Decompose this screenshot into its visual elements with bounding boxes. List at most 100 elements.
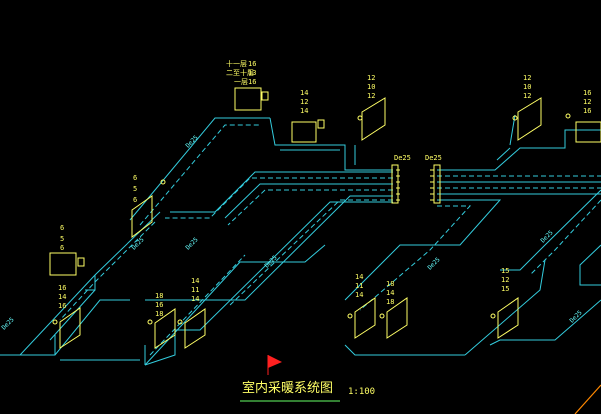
radiator xyxy=(59,307,81,349)
valve-icon xyxy=(379,313,385,319)
radiator-valve xyxy=(77,257,85,267)
radiator-count: 10 xyxy=(523,83,531,91)
radiator xyxy=(517,97,542,141)
pipe-size-label: De25 xyxy=(425,154,442,162)
radiator-count: 6 xyxy=(60,224,64,232)
radiator-valve xyxy=(317,119,325,129)
radiator-count: 18 xyxy=(155,292,163,300)
valve-icon xyxy=(177,319,183,325)
supply-pipe xyxy=(170,171,393,213)
return-pipe xyxy=(359,205,472,311)
radiator-count: 18 xyxy=(386,298,394,306)
radiator-count: 16 xyxy=(583,107,591,115)
radiator-count: 16 xyxy=(58,302,66,310)
supply-pipe xyxy=(489,299,601,346)
radiator-count: 16 xyxy=(155,301,163,309)
radiator-count: 6 xyxy=(133,174,137,182)
radiator xyxy=(154,308,176,349)
boundary-arc xyxy=(574,384,601,414)
pipe-network xyxy=(0,114,601,366)
radiator-count: 18 xyxy=(155,310,163,318)
manifold-left xyxy=(391,164,400,204)
floor-label: 二至十层 xyxy=(226,68,254,77)
radiator xyxy=(291,121,317,143)
radiator-count: 15 xyxy=(501,285,509,293)
radiator-valve xyxy=(261,91,269,101)
supply-pipe xyxy=(144,330,176,366)
radiator-count: 16 xyxy=(248,60,256,68)
valve-icon xyxy=(147,319,153,325)
valve-icon xyxy=(357,115,363,121)
floor-label: 十一层 xyxy=(226,59,247,68)
valve-group xyxy=(52,113,571,325)
radiator-count: 14 xyxy=(191,277,199,285)
return-pipe xyxy=(165,177,393,219)
return-pipe xyxy=(149,254,246,356)
drawing-scale: 1:100 xyxy=(348,387,375,397)
title-block: 室内采暖系统图 1:100 xyxy=(240,355,375,402)
radiator-count: 14 xyxy=(355,291,363,299)
drawing-title: 室内采暖系统图 xyxy=(242,380,333,396)
supply-pipe xyxy=(129,117,270,221)
radiator-count: 14 xyxy=(58,293,66,301)
radiator xyxy=(361,97,386,141)
radiator-count: 13 xyxy=(248,69,256,77)
radiator xyxy=(354,297,376,339)
radiator xyxy=(131,195,153,238)
return-pipe xyxy=(229,199,393,306)
radiator xyxy=(575,121,601,143)
radiator-count: 11 xyxy=(191,286,199,294)
radiator-labels: 十一层 二至十层 一层 16 13 16 14 12 14 12 10 12 1… xyxy=(58,59,591,318)
radiator xyxy=(49,252,77,276)
radiator-count: 16 xyxy=(583,89,591,97)
radiator-count: 6 xyxy=(133,196,137,204)
radiator xyxy=(497,297,519,339)
radiator-count: 14 xyxy=(355,273,363,281)
supply-pipe xyxy=(579,244,601,286)
supply-pipe xyxy=(344,199,502,301)
radiator-count: 12 xyxy=(583,98,591,106)
radiator-count: 12 xyxy=(367,92,375,100)
radiator xyxy=(386,297,408,339)
radiator-count: 12 xyxy=(300,98,308,106)
radiator-count: 16 xyxy=(248,78,256,86)
radiator-count: 6 xyxy=(60,244,64,252)
radiator-count: 5 xyxy=(133,185,137,193)
return-pipe xyxy=(227,189,393,226)
radiator-count: 5 xyxy=(60,235,64,243)
radiator-count: 12 xyxy=(501,276,509,284)
supply-pipe xyxy=(144,244,326,366)
radiator-count: 15 xyxy=(501,267,509,275)
radiator-count: 12 xyxy=(367,74,375,82)
valve-icon xyxy=(565,113,571,119)
radiator-count: 14 xyxy=(300,89,308,97)
return-pipe xyxy=(139,124,260,226)
radiator-count: 14 xyxy=(386,289,394,297)
return-pipe xyxy=(529,199,601,276)
radiator xyxy=(184,308,206,349)
supply-pipe xyxy=(464,259,546,356)
supply-pipe xyxy=(560,129,601,149)
radiator-count: 12 xyxy=(523,74,531,82)
radiator-count: 11 xyxy=(355,282,363,290)
valve-icon xyxy=(347,313,353,319)
valve-icon xyxy=(512,115,518,121)
valve-icon xyxy=(160,179,166,185)
supply-pipe xyxy=(496,147,511,161)
supply-pipe xyxy=(49,289,96,341)
valve-icon xyxy=(52,319,58,325)
floor-label: 一层 xyxy=(234,78,248,86)
manifold-right xyxy=(430,164,441,204)
pipe-size-label: De25 xyxy=(394,154,411,162)
supply-pipe xyxy=(224,183,393,219)
supply-pipe xyxy=(269,117,393,171)
supply-pipe xyxy=(175,201,393,331)
valve-icon xyxy=(490,313,496,319)
supply-pipe xyxy=(344,344,465,356)
supply-pipe xyxy=(145,195,393,301)
radiator-count: 10 xyxy=(367,83,375,91)
supply-pipe xyxy=(500,189,601,271)
supply-pipe xyxy=(18,211,161,356)
